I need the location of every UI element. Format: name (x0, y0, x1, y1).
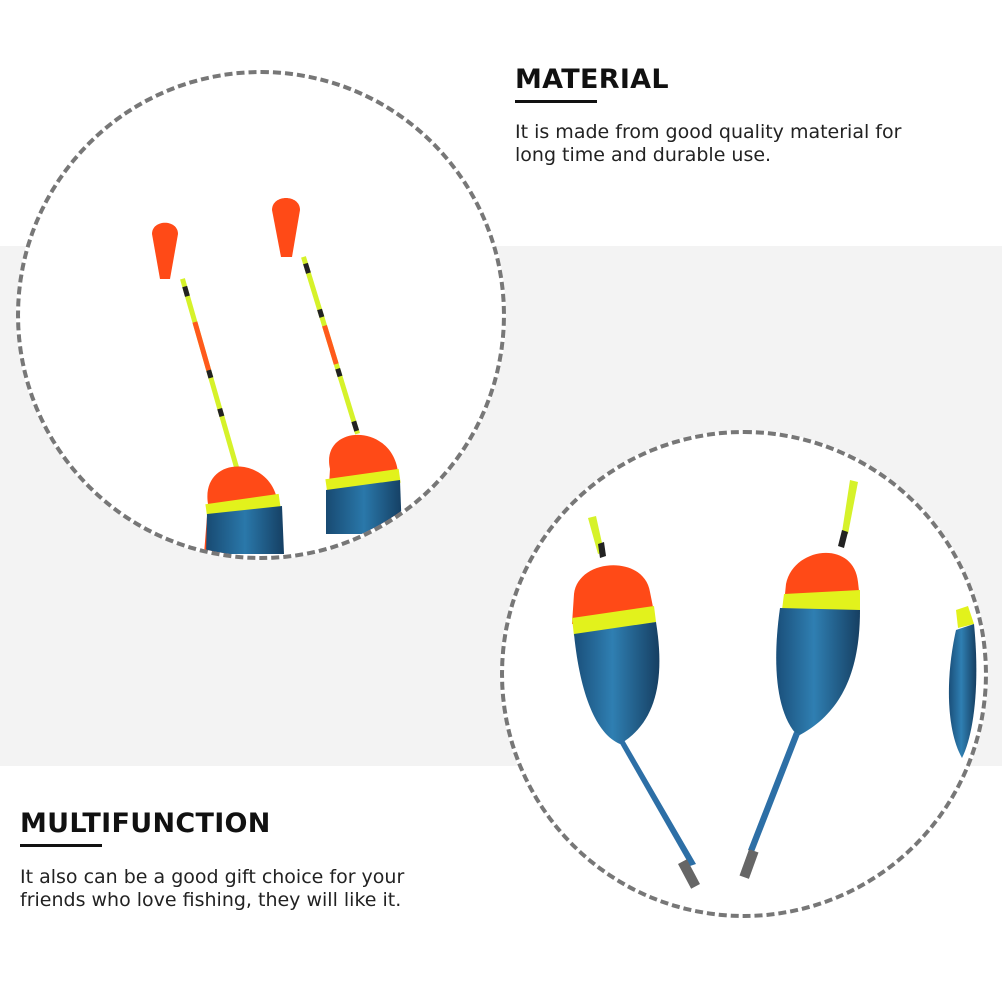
multifunction-heading: MULTIFUNCTION (20, 808, 271, 839)
fishing-float-icon (152, 198, 402, 554)
float-closeup-partial (948, 606, 977, 758)
multifunction-description-line: friends who love fishing, they will like… (20, 889, 402, 911)
float-right (272, 198, 402, 534)
material-description-line: long time and durable use. (515, 144, 772, 166)
material-heading: MATERIAL (515, 64, 669, 95)
floats-closeup-photo (500, 430, 988, 918)
multifunction-description-line: It also can be a good gift choice for yo… (20, 866, 405, 888)
floats-top-view-photo (16, 70, 506, 560)
float-left (152, 222, 284, 554)
material-description: It is made from good quality material fo… (515, 121, 901, 167)
material-description-line: It is made from good quality material fo… (515, 121, 902, 143)
float-closeup-left (572, 516, 700, 889)
float-closeup-right (739, 480, 860, 879)
material-heading-underline (515, 100, 597, 103)
multifunction-description: It also can be a good gift choice for yo… (20, 866, 404, 912)
multifunction-heading-underline (20, 844, 102, 847)
fishing-float-icon (572, 480, 977, 889)
